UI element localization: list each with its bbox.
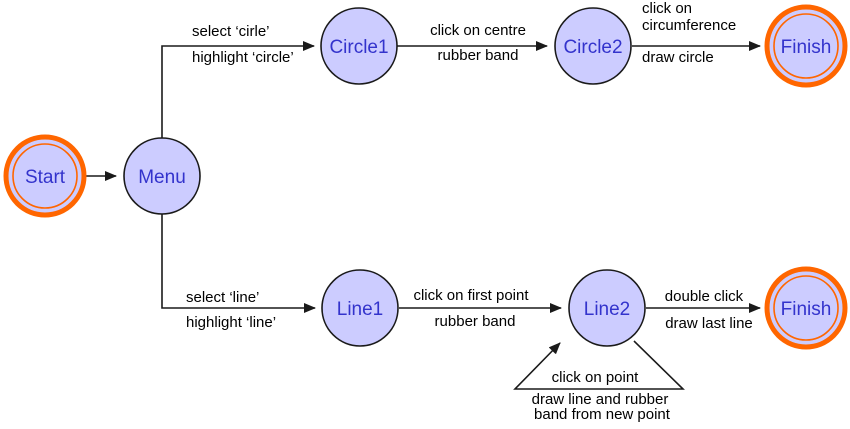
line1-state-label: Line1: [337, 299, 384, 320]
circle1-state-label: Circle1: [329, 37, 388, 58]
circle2-state-circle: [554, 7, 632, 85]
edge-action-label: click on centre: [430, 22, 526, 39]
finish-bottom-inner-ring: [773, 275, 839, 341]
edge-result-label-line1: draw line and rubber: [532, 391, 669, 408]
menu-state: Menu: [123, 137, 201, 215]
edge-action-label: select ‘cirle’: [192, 23, 270, 40]
edge-line2-self-loop: [513, 340, 685, 390]
edge-result-label-line2: band from new point: [534, 406, 671, 423]
menu-state-circle: [123, 137, 201, 215]
edge-labels-menu-to-circle1: select ‘cirle’ highlight ‘circle’: [192, 23, 294, 66]
start-state-outer-ring: [3, 134, 87, 218]
edge-labels-menu-to-line1: select ‘line’ highlight ‘line’: [186, 289, 276, 331]
circle2-state: Circle2: [554, 7, 632, 85]
edge-labels-line2-self-loop: click on point draw line and rubber band…: [532, 369, 671, 423]
line2-state-circle: [568, 269, 646, 347]
finish-top-state: Finish: [764, 4, 848, 88]
edge-labels-circle2-to-finish: click on circumference draw circle: [642, 0, 736, 66]
start-state-inner-ring: [12, 143, 78, 209]
edge-action-label-line1: click on: [642, 0, 692, 17]
edge-labels-circle1-to-circle2: click on centre rubber band: [430, 22, 526, 64]
edge-action-label: click on first point: [413, 287, 529, 304]
edge-action-label-line2: circumference: [642, 17, 736, 34]
edge-action-label: click on point: [552, 369, 640, 386]
line1-state-circle: [321, 269, 399, 347]
edge-result-label: rubber band: [438, 47, 519, 64]
edge-labels-line1-to-line2: click on first point rubber band: [413, 287, 529, 330]
start-state: Start: [3, 134, 87, 218]
edge-result-label: draw circle: [642, 49, 714, 66]
edge-action-label: select ‘line’: [186, 289, 259, 306]
line2-state: Line2: [568, 269, 646, 347]
circle1-state-circle: [320, 7, 398, 85]
finish-top-inner-ring: [773, 13, 839, 79]
finish-top-state-label: Finish: [781, 37, 832, 58]
start-state-label: Start: [25, 167, 66, 188]
circle1-state: Circle1: [320, 7, 398, 85]
finish-top-outer-ring: [764, 4, 848, 88]
edge-result-label: rubber band: [435, 313, 516, 330]
circle2-state-label: Circle2: [563, 37, 622, 58]
edge-menu-to-circle1: [161, 41, 315, 139]
edge-result-label: highlight ‘circle’: [192, 49, 294, 66]
edge-menu-to-line1: [161, 213, 316, 313]
finish-bottom-outer-ring: [764, 266, 848, 350]
menu-state-label: Menu: [138, 167, 186, 188]
finish-bottom-state-label: Finish: [781, 299, 832, 320]
line2-state-label: Line2: [584, 299, 631, 320]
edge-result-label: highlight ‘line’: [186, 314, 276, 331]
edge-labels-line2-to-finish: double click draw last line: [665, 288, 753, 332]
finish-bottom-state: Finish: [764, 266, 848, 350]
edge-result-label: draw last line: [665, 315, 753, 332]
line1-state: Line1: [321, 269, 399, 347]
edge-action-label: double click: [665, 288, 744, 305]
